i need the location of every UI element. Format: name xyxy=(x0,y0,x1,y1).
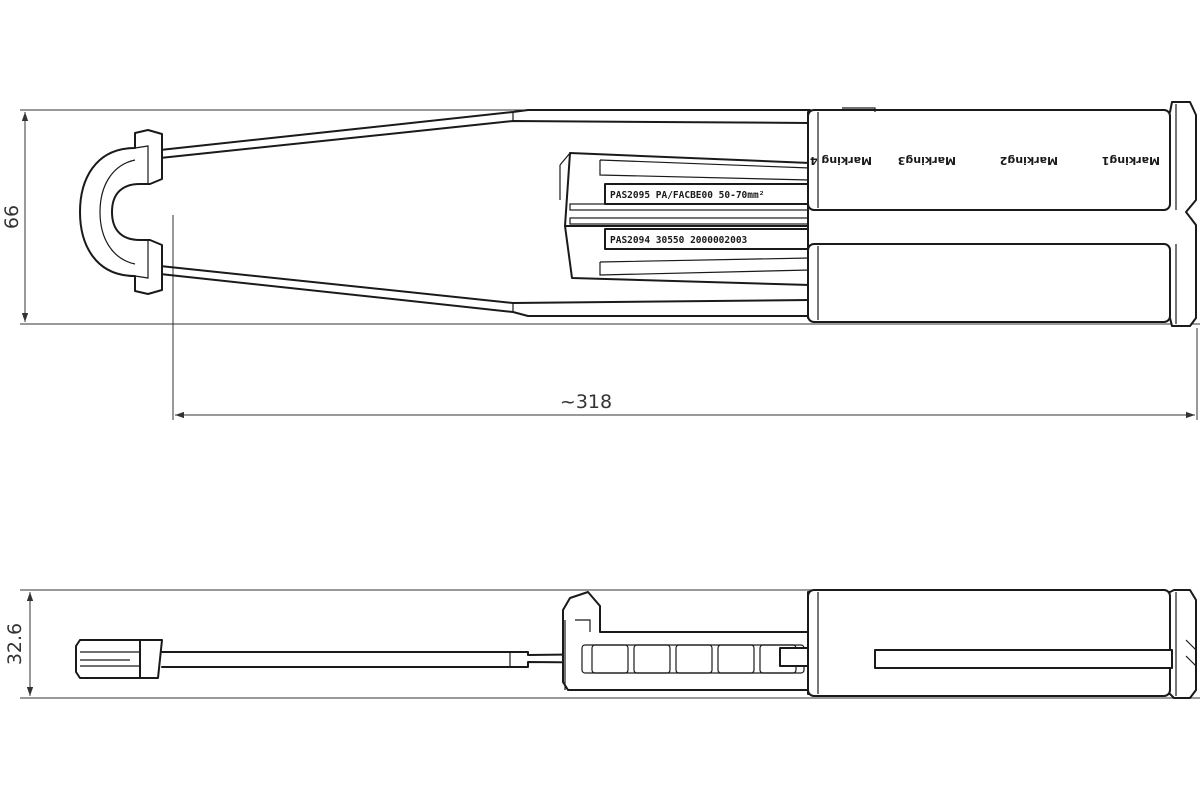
u-hook xyxy=(79,129,163,295)
dimension-length-label: ~318 xyxy=(560,391,612,413)
marking-4: Marking 4 xyxy=(810,154,872,167)
body-side xyxy=(807,589,1197,699)
body-top: Marking1 Marking2 Marking3 Marking 4 xyxy=(807,101,1197,327)
marking-1: Marking1 xyxy=(1102,154,1160,167)
dimension-height-66: 66 xyxy=(1,112,29,322)
wedge-side xyxy=(562,591,831,691)
wedge-upper: PAS2095 PA/FACBE00 50-70mm² xyxy=(559,152,1180,227)
marking-3: Marking3 xyxy=(898,154,956,167)
dimension-height-32: 32.6 xyxy=(4,592,34,696)
plate-upper-text: PAS2095 PA/FACBE00 50-70mm² xyxy=(610,190,764,201)
marking-2: Marking2 xyxy=(1000,154,1058,167)
dimension-length-318: ~318 xyxy=(175,391,1195,419)
plate-lower-text: PAS2094 30550 2000002003 xyxy=(610,235,748,246)
side-view: 32.6 xyxy=(4,589,1200,699)
dimension-height-top-label: 66 xyxy=(1,205,23,229)
hook-side xyxy=(75,639,163,679)
top-view: PAS2095 PA/FACBE00 50-70mm² PAS2094 3055… xyxy=(1,101,1200,420)
dimension-height-side-label: 32.6 xyxy=(4,623,26,665)
